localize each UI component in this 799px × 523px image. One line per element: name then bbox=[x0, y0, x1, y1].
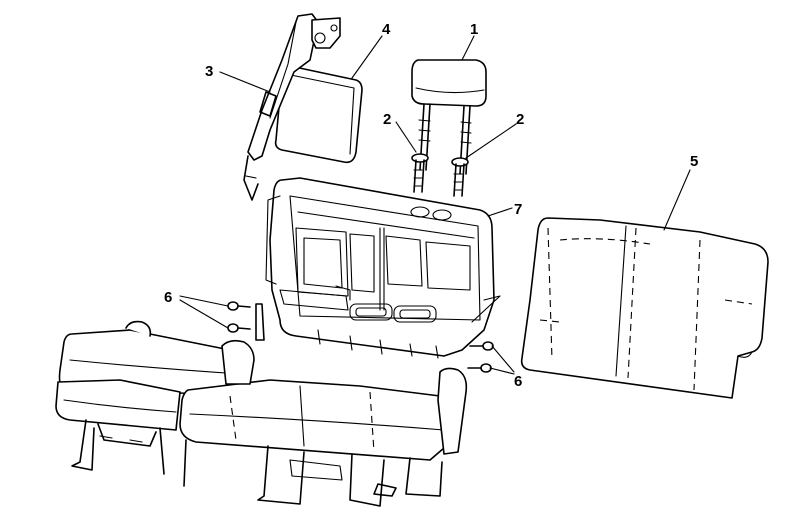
seat-back-frame-part bbox=[265, 177, 501, 359]
seat-back-cover-part bbox=[520, 217, 769, 399]
callout-7: 7 bbox=[514, 201, 522, 218]
fasteners-right-part bbox=[467, 341, 494, 373]
leader-lines bbox=[179, 35, 691, 375]
headrest-guide-left-part bbox=[411, 153, 429, 193]
callout-3: 3 bbox=[205, 63, 213, 80]
seat-belt-retractor-part bbox=[243, 13, 341, 201]
callout-labels: 1 2 2 3 4 5 6 6 7 bbox=[164, 21, 698, 390]
callout-2-left: 2 bbox=[383, 111, 391, 128]
headrest-guide-right-part bbox=[451, 157, 469, 197]
callout-2-right: 2 bbox=[516, 111, 524, 128]
callout-5: 5 bbox=[690, 153, 698, 170]
callout-6-left: 6 bbox=[164, 289, 172, 306]
seat-bench-assembly bbox=[55, 320, 468, 507]
callout-1: 1 bbox=[470, 21, 478, 38]
callout-4: 4 bbox=[382, 21, 391, 38]
fasteners-left-part bbox=[227, 301, 265, 341]
callout-6-right: 6 bbox=[514, 373, 522, 390]
